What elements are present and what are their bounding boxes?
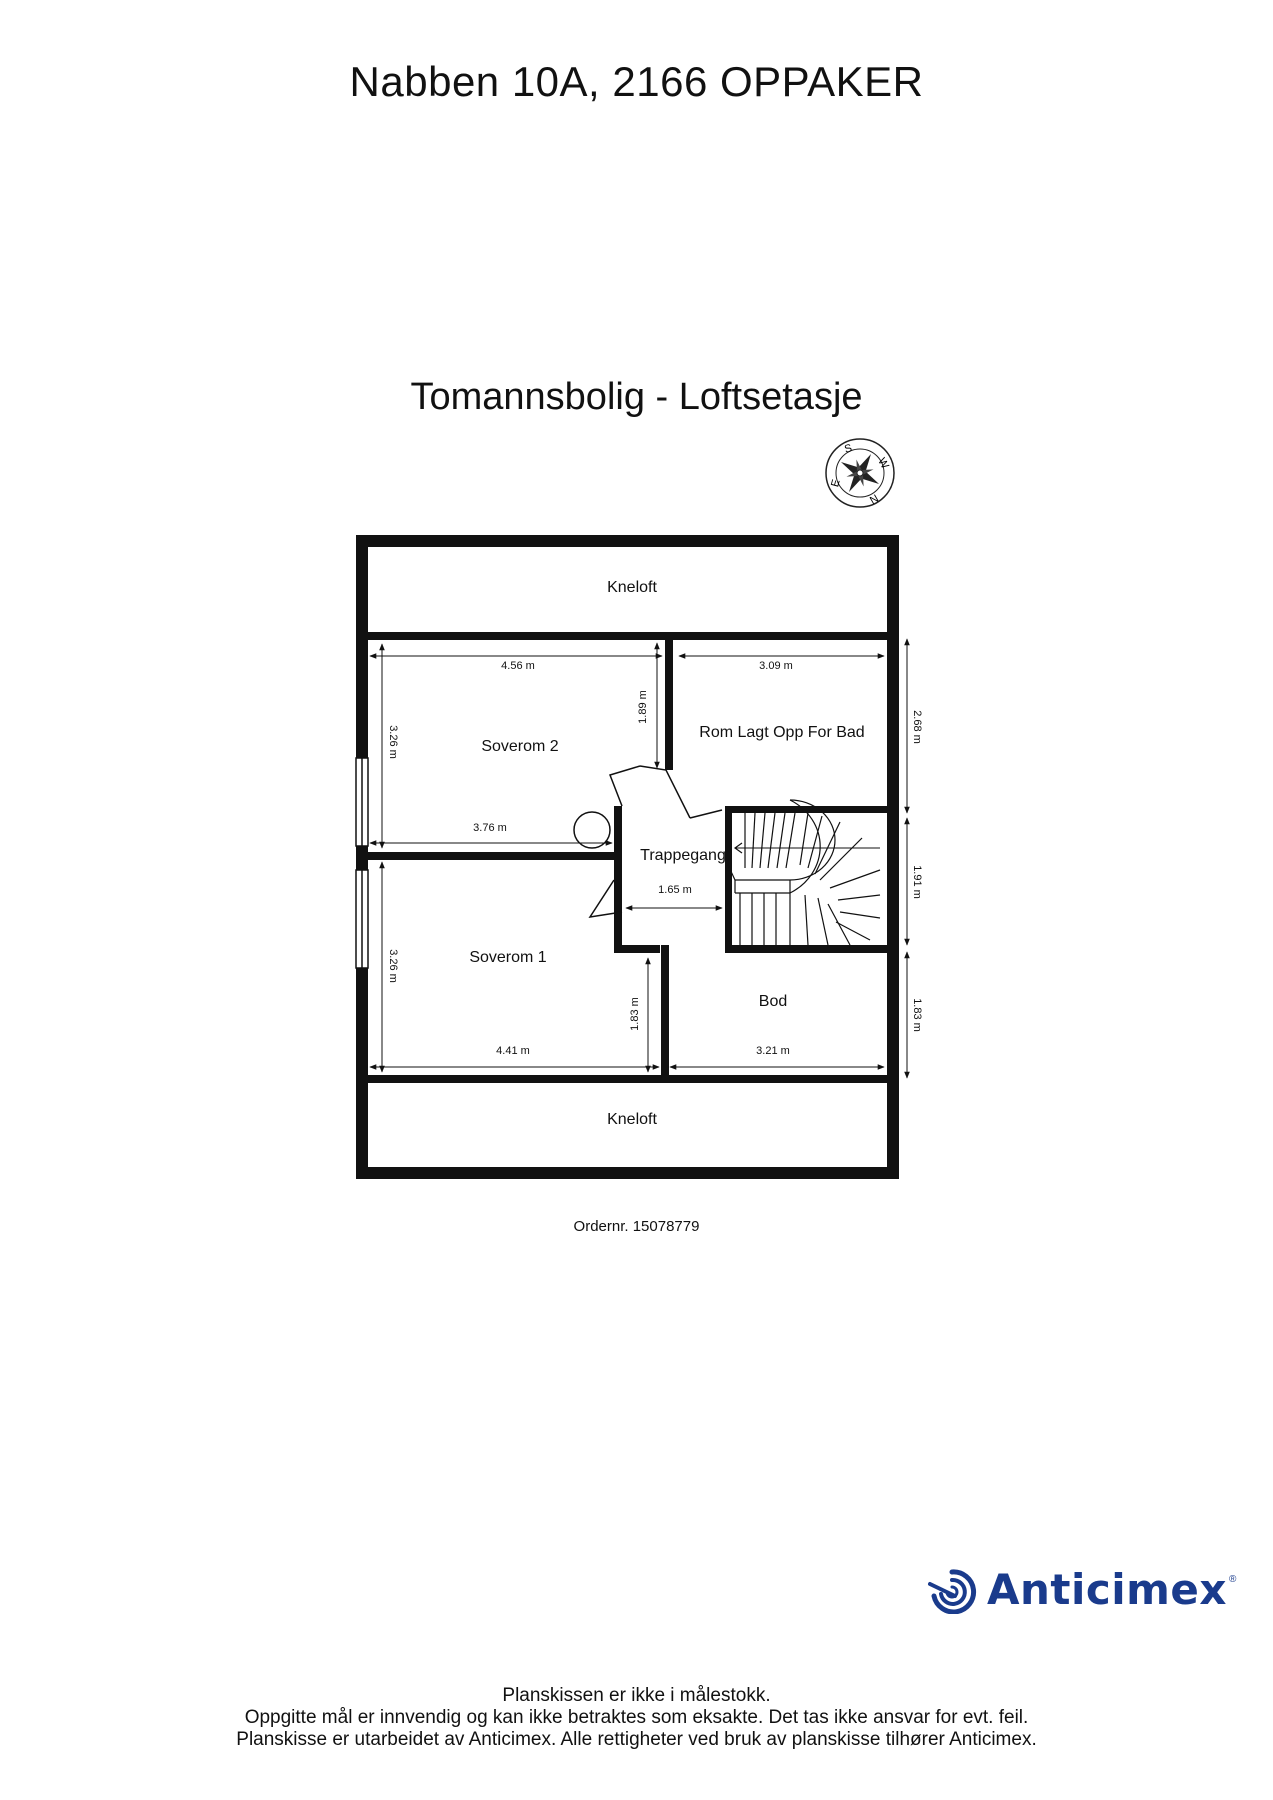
- disclaimer: Planskissen er ikke i målestokk. Oppgitt…: [0, 1685, 1273, 1751]
- room-soverom-2: Soverom 2: [481, 738, 558, 755]
- dim-trappegang-width: 1.65 m: [658, 884, 692, 896]
- disclaimer-line-3: Planskisse er utarbeidet av Anticimex. A…: [236, 1729, 1037, 1750]
- compass-s: S: [843, 442, 853, 455]
- room-kneloft-top: Kneloft: [607, 579, 657, 596]
- anticimex-logo: Anticimex ®: [925, 1565, 1236, 1614]
- interior-walls: [362, 632, 893, 1083]
- disclaimer-line-2: Oppgitte mål er innvendig og kan ikke be…: [244, 1707, 1029, 1728]
- dimension-lines: [369, 638, 910, 1079]
- dim-bad-width: 3.09 m: [759, 660, 793, 672]
- room-bad: Rom Lagt Opp For Bad: [699, 724, 864, 741]
- dim-soverom2-height: 3.26 m: [387, 725, 399, 759]
- floor-plan-title: Tomannsbolig - Loftsetasje: [410, 376, 863, 418]
- order-number: Ordernr. 15078779: [573, 1218, 700, 1235]
- dim-soverom2-lower: 3.76 m: [473, 822, 507, 834]
- room-soverom-1: Soverom 1: [469, 949, 546, 966]
- dim-bad-height: 2.68 m: [911, 710, 923, 744]
- dim-soverom1-width: 4.41 m: [496, 1045, 530, 1057]
- dim-soverom1-closet: 1.83 m: [629, 997, 641, 1031]
- dim-soverom1-height: 3.26 m: [387, 949, 399, 983]
- doors: [573, 765, 723, 919]
- compass-e: E: [829, 478, 842, 488]
- registered-mark: ®: [1229, 1574, 1237, 1585]
- room-kneloft-bottom: Kneloft: [607, 1111, 657, 1128]
- dim-bod-height: 1.83 m: [911, 998, 923, 1032]
- dim-soverom2-width: 4.56 m: [501, 660, 535, 672]
- anticimex-logo-text: Anticimex: [987, 1565, 1228, 1614]
- compass-icon: S W N E: [825, 438, 895, 508]
- compass-w: W: [875, 456, 891, 472]
- dim-soverom2-closet: 1.89 m: [637, 690, 649, 724]
- dim-bod-width: 3.21 m: [756, 1045, 790, 1057]
- disclaimer-line-1: Planskissen er ikke i målestokk.: [502, 1685, 771, 1706]
- staircase: [727, 799, 881, 946]
- address-title: Nabben 10A, 2166 OPPAKER: [349, 58, 924, 105]
- room-bod: Bod: [759, 993, 787, 1010]
- dim-stair-height: 1.91 m: [911, 865, 923, 899]
- anticimex-logo-icon: [928, 1568, 977, 1614]
- room-trappegang: Trappegang: [640, 847, 726, 864]
